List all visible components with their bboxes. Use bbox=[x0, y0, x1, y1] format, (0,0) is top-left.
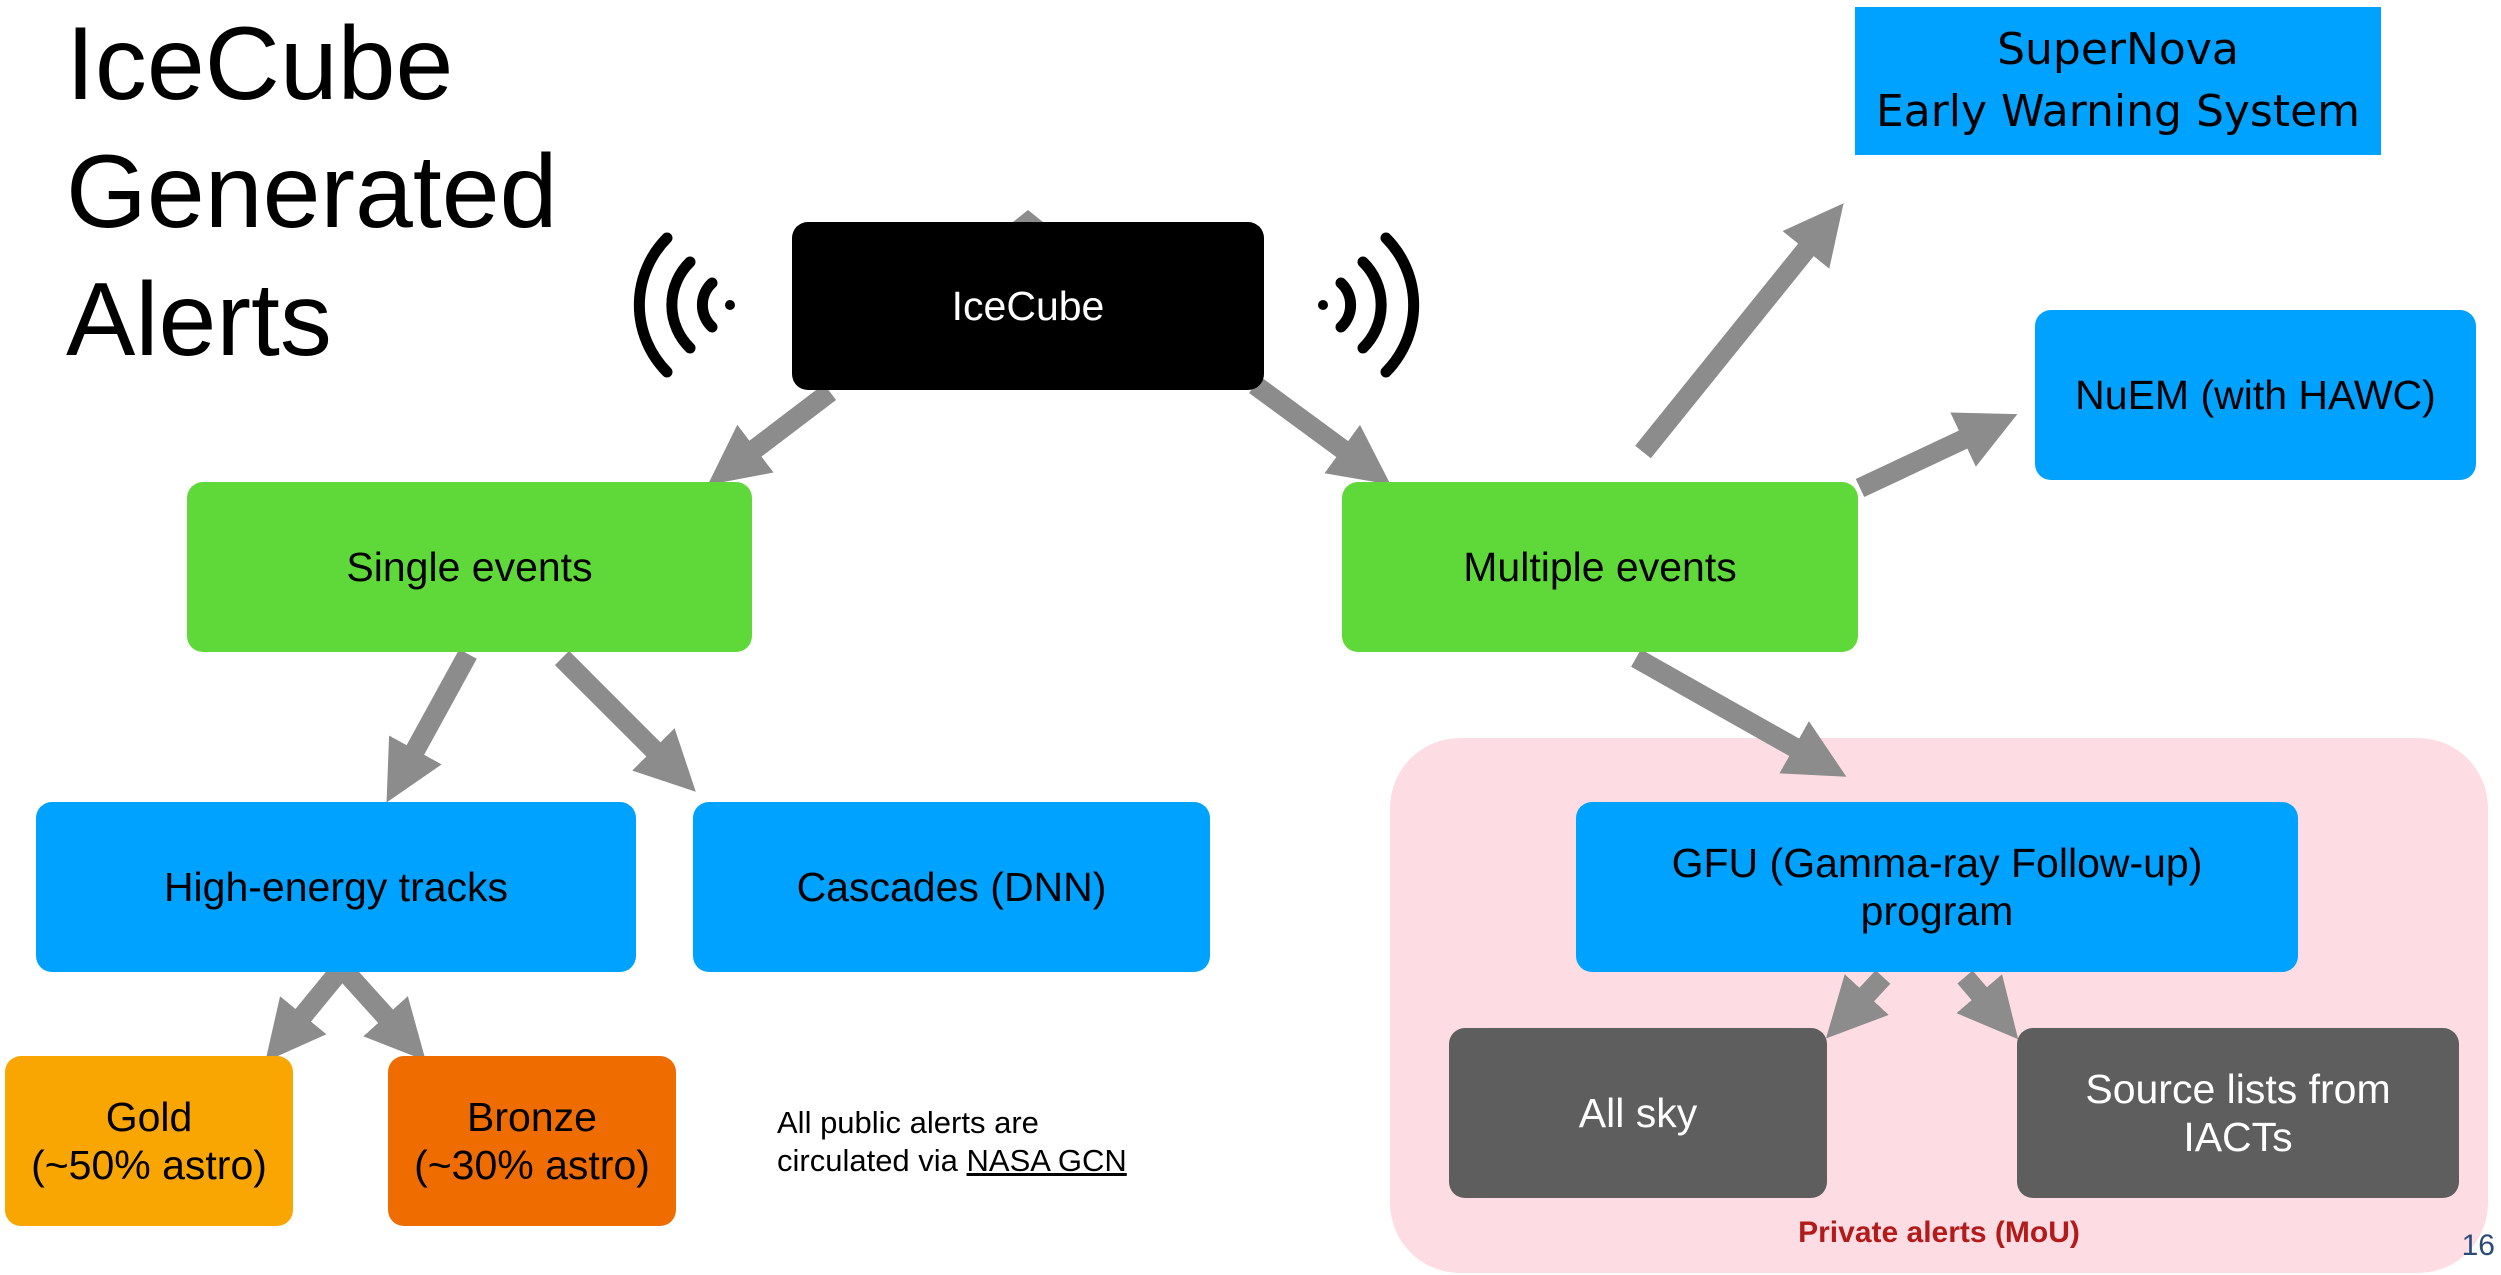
icecube-label: IceCube bbox=[951, 283, 1105, 329]
bronze-node: Bronze (~30% astro) bbox=[388, 1056, 676, 1226]
all-sky-node: All sky bbox=[1449, 1028, 1827, 1198]
title-line-1: IceCube bbox=[66, 6, 454, 122]
gfu-sublabel: program bbox=[1860, 888, 2014, 934]
gold-sublabel: (~50% astro) bbox=[31, 1142, 267, 1188]
arrow-icecube-to-single bbox=[707, 384, 837, 485]
source-lists-node: Source lists from IACTs bbox=[2017, 1028, 2459, 1198]
arrow-multiple-to-supernova bbox=[1635, 203, 1844, 459]
private-alerts-label: Private alerts (MoU) bbox=[1798, 1216, 2080, 1249]
broadcast-left-icon bbox=[633, 232, 735, 378]
source-lists-sublabel: IACTs bbox=[2183, 1114, 2293, 1160]
arrow-icecube-to-multiple bbox=[1249, 376, 1391, 485]
multiple-events-node: Multiple events bbox=[1342, 482, 1858, 652]
page-title: IceCube Generated Alerts bbox=[66, 0, 626, 384]
title-line-2: Generated bbox=[66, 134, 558, 250]
arrow-gfu-to-sourcelists bbox=[1956, 970, 2019, 1040]
nuem-node: NuEM (with HAWC) bbox=[2035, 310, 2476, 480]
cascades-node: Cascades (DNN) bbox=[693, 802, 1210, 972]
all-sky-label: All sky bbox=[1578, 1090, 1698, 1136]
arrow-gfu-to-allsky bbox=[1825, 970, 1891, 1039]
icecube-notch bbox=[1013, 210, 1043, 222]
nuem-label: NuEM (with HAWC) bbox=[2075, 372, 2436, 418]
arrow-multiple-to-gfu bbox=[1631, 649, 1847, 777]
multiple-events-label: Multiple events bbox=[1463, 544, 1737, 590]
gfu-label: GFU (Gamma-ray Follow-up) bbox=[1671, 840, 2203, 886]
single-events-label: Single events bbox=[346, 544, 593, 590]
icecube-node: IceCube bbox=[792, 222, 1264, 390]
arrow-single-to-cascades bbox=[554, 650, 696, 792]
source-lists-label: Source lists from bbox=[2085, 1066, 2391, 1112]
arrow-tracks-to-bronze bbox=[334, 961, 426, 1061]
page-number: 16 bbox=[2461, 1229, 2495, 1262]
note-line-2: circulated via NASA GCN bbox=[777, 1142, 1127, 1180]
bronze-sublabel: (~30% astro) bbox=[414, 1142, 650, 1188]
public-alerts-note: All public alerts are circulated via NAS… bbox=[777, 1104, 1127, 1180]
cascades-label: Cascades (DNN) bbox=[796, 864, 1107, 910]
single-events-node: Single events bbox=[187, 482, 752, 652]
arrow-multiple-to-nuem bbox=[1855, 412, 2018, 498]
high-energy-tracks-label: High-energy tracks bbox=[163, 864, 509, 910]
gfu-node: GFU (Gamma-ray Follow-up) program bbox=[1576, 802, 2298, 972]
note-line-2-prefix: circulated via bbox=[777, 1143, 967, 1178]
broadcast-right-icon bbox=[1318, 232, 1420, 378]
bronze-label: Bronze bbox=[467, 1094, 597, 1140]
nasa-gcn-link[interactable]: NASA GCN bbox=[966, 1143, 1127, 1178]
gold-node: Gold (~50% astro) bbox=[5, 1056, 293, 1226]
supernova-sublabel: Early Warning System bbox=[1875, 86, 2361, 137]
gold-label: Gold bbox=[105, 1094, 193, 1140]
note-line-1: All public alerts are bbox=[777, 1105, 1039, 1140]
supernova-node: SuperNova Early Warning System bbox=[1855, 7, 2381, 155]
arrow-tracks-to-gold bbox=[265, 961, 350, 1062]
arrow-single-to-tracks bbox=[386, 649, 477, 803]
supernova-label: SuperNova bbox=[1997, 24, 2239, 75]
high-energy-tracks-node: High-energy tracks bbox=[36, 802, 636, 972]
title-line-3: Alerts bbox=[66, 262, 332, 378]
